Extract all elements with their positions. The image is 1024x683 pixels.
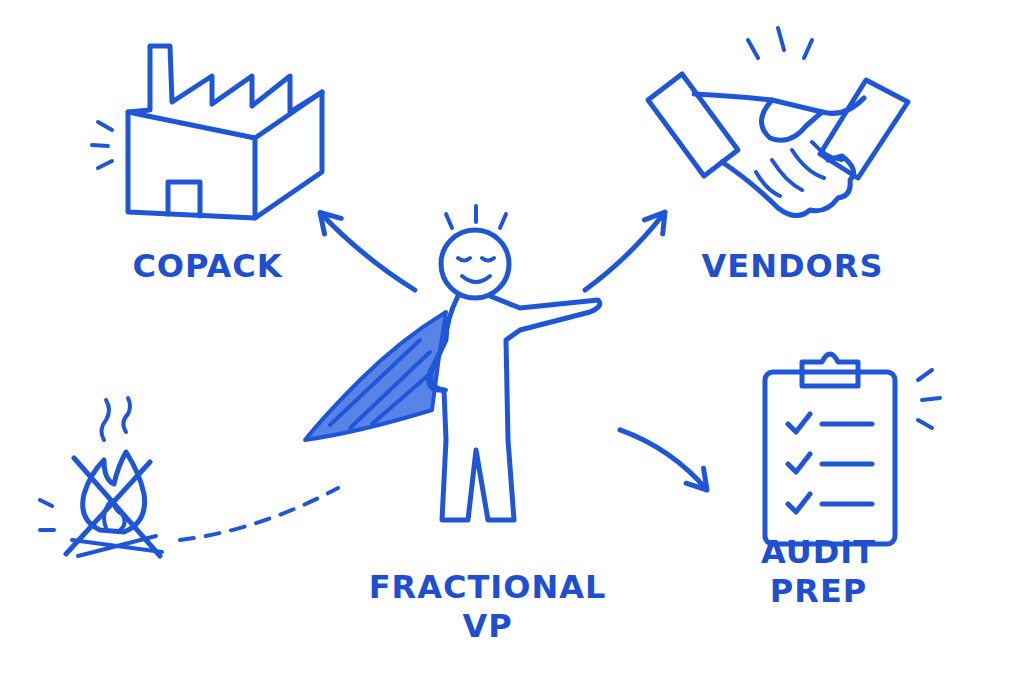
factory-edge — [128, 92, 322, 218]
factory-outline — [128, 46, 322, 218]
sparkle — [918, 370, 940, 428]
hero-figure — [305, 206, 600, 520]
factory-icon — [92, 46, 322, 218]
checkmarks — [788, 414, 810, 512]
thumb — [761, 100, 822, 140]
node-label: FRACTIONAL VP — [363, 568, 613, 645]
clipboard-clip — [802, 354, 858, 386]
head-rays — [446, 206, 506, 228]
arrow-connector — [320, 213, 415, 291]
cape — [305, 312, 446, 440]
clipboard-icon — [765, 354, 940, 544]
flame — [83, 452, 145, 532]
node-label: AUDIT PREP — [707, 533, 930, 610]
crossed-fire — [40, 398, 338, 556]
arrow-connector — [585, 212, 665, 290]
fingers — [756, 142, 842, 196]
icon-node: COPACK — [95, 35, 320, 285]
arrow-connector — [620, 430, 707, 490]
sparkle — [40, 500, 54, 530]
sparkle — [92, 122, 112, 168]
check-lines — [822, 424, 872, 504]
icon-node: VENDORS — [665, 60, 920, 285]
hip-arm — [431, 340, 446, 390]
cross — [66, 458, 160, 556]
icon-node: AUDIT PREP — [707, 345, 930, 610]
factory-door — [168, 182, 200, 216]
node-label: COPACK — [132, 247, 282, 285]
right-cuff — [820, 80, 908, 178]
icon-node: FRACTIONAL VP — [355, 290, 620, 645]
clipboard-board — [765, 372, 895, 544]
head — [441, 230, 509, 298]
node-label: VENDORS — [702, 247, 884, 285]
sparkle — [748, 28, 812, 58]
body — [429, 296, 600, 520]
dashed-line — [180, 488, 338, 540]
cape-hatch — [330, 340, 432, 428]
smoke — [101, 398, 130, 440]
top-hand — [694, 94, 864, 113]
handshake-icon — [648, 28, 908, 216]
bottom-hand — [722, 156, 854, 216]
face — [458, 258, 494, 282]
